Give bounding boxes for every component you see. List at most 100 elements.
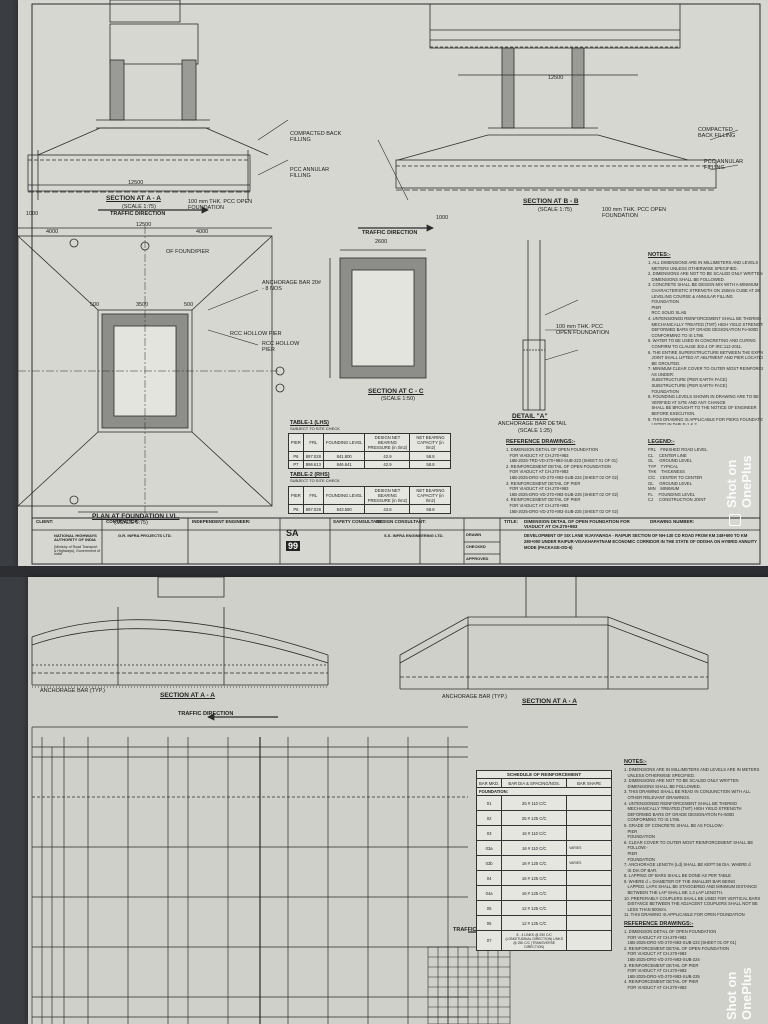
schedule-of-reinforcement: SCHEDULE OF REINFORCEMENT BAR MKD. BAR D… <box>475 769 612 952</box>
table-cell: 58.8 <box>409 459 452 470</box>
notes-title: NOTES:- <box>648 252 671 258</box>
table-cell: 03a <box>475 840 503 857</box>
plan-scale: (SCALE 1:75) <box>114 520 148 526</box>
table-cell: 03 <box>475 825 503 842</box>
table-cell: 06 <box>475 915 503 932</box>
sheet2-notes-text: 1. DIMENSIONS ARE IN MILLIMETERS AND LEV… <box>624 767 761 919</box>
detail-a-scale: (SCALE 1:25) <box>518 428 552 434</box>
of-found-pier-label: OF FOUND/PIER <box>166 249 210 255</box>
section-bb-title: SECTION AT B - B <box>523 198 579 205</box>
section-bb-drawing <box>377 3 739 201</box>
drawing-number-label: DRAWING NUMBER: <box>650 519 695 524</box>
section-aa-left-drawing <box>27 0 289 214</box>
oneplus-logo-icon <box>729 514 741 526</box>
pcc-annular-filling-label-bb: PCC ANNULAR FILLING <box>704 159 744 171</box>
bar-shape-cell <box>566 930 612 952</box>
drawing-sheet-bottom: SECTION AT A - A SECTION AT A - A TRAFFI… <box>28 577 768 1024</box>
pcc-open-foundation-label-bb: 100 mm THK. PCC OPEN FOUNDATION <box>602 207 667 219</box>
table-cell: 843.580 <box>322 504 366 514</box>
table1-title: TABLE-1 (LHS) <box>290 420 330 426</box>
contractor-name: G.R. INFRA PROJECTS LTD. <box>118 533 172 538</box>
watermark-text-top: Shot on OnePlus <box>724 455 754 508</box>
table2-header-row: PIER FRL FOUNDING LEVEL DESIGN NET BEARI… <box>288 485 452 506</box>
table-cell: 846.641 <box>322 459 366 470</box>
section-cc-drawing <box>329 224 434 379</box>
table-cell: 16 # 125 C/C <box>501 885 568 902</box>
table-row: P6 897.028 843.580 43.8 58.8 <box>288 504 452 514</box>
table-cell: 43.8 <box>364 504 411 514</box>
detail-a-pcc-label: 100 mm THK. PCC OPEN FOUNDATION <box>556 324 610 336</box>
table-row: P6 897.028 841.800 42.9 58.8 <box>288 451 452 461</box>
notes-text: 1. ALL DIMENSIONS ARE IN MILLIMETERS AND… <box>648 260 763 425</box>
table1-lhs: PIER FRL FOUNDING LEVEL DESIGN NET BEARI… <box>288 432 452 470</box>
table-cell: 16 # 125 C/C <box>501 870 568 887</box>
header-cell: PIER <box>288 485 304 506</box>
table-cell: 01 <box>475 795 503 812</box>
dim-12500-plan: 12500 <box>136 222 152 228</box>
plan-foundation-drawing <box>18 226 285 520</box>
approved-label: APPROVED <box>466 556 489 561</box>
table-cell: 05 <box>475 900 503 917</box>
header-cell: NET BEARING CAPACITY (in t/m2) <box>409 485 452 506</box>
section-bb-scale: (SCALE 1:75) <box>538 207 572 213</box>
section-aa-right-sheet2-drawing <box>399 577 709 690</box>
header-cell: BAR MKD. <box>475 778 503 788</box>
table-cell: 42.9 <box>364 451 411 461</box>
dim-1000-aa: 1000 <box>26 211 39 217</box>
sheet-top-linework <box>18 0 761 565</box>
safety-consultant-label: SAFETY CONSULTANT: <box>333 519 384 524</box>
table-cell: 897.028 <box>302 451 324 461</box>
rcc-hollow-pier-plan: RCC HOLLOW PIER <box>230 331 282 337</box>
rcc-hollow-pier-label: RCC HOLLOW PIER <box>262 341 300 353</box>
sheet2-reference-title: REFERENCE DRAWINGS:- <box>624 921 694 927</box>
header-cell: DESIGN NET BEARING PRESSURE (in t/m2) <box>364 485 411 506</box>
header-cell: BAR SHAPE <box>566 778 612 788</box>
drawing-title: DIMENSION DETAIL OF OPEN FOUNDATION FOR … <box>524 519 630 529</box>
table2-title: TABLE-2 (RHS) <box>290 472 330 478</box>
bar-shape-cell <box>566 810 612 827</box>
sheet2-reference-text: 1. DIMENSION DETAIL OF OPEN FOUNDATION F… <box>624 929 737 990</box>
table-cell: P6 <box>288 451 304 461</box>
table-cell: 896.613 <box>302 459 324 470</box>
table-cell: 25 # 125 C/C <box>501 810 568 827</box>
drawing-sheet-top: SECTION AT A - A (SCALE 1:75) TRAFFIC DI… <box>18 0 768 566</box>
table2-rhs: PIER FRL FOUNDING LEVEL DESIGN NET BEARI… <box>288 485 452 514</box>
table2-subtitle: SUBJECT TO SITE CHECK <box>290 478 340 483</box>
bar-shape-cell <box>566 885 612 902</box>
header-cell: FRL <box>302 485 324 506</box>
table-cell: 841.800 <box>322 451 366 461</box>
dim-12500-bb: 12500 <box>548 75 564 81</box>
legend-text: FRL FINISHED ROAD LEVEL CL CENTER LINE G… <box>648 447 708 503</box>
sheet2-section-aa-left-title: SECTION AT A - A <box>160 692 215 699</box>
sheet2-anchorage-bar-right: ANCHORAGE BAR (TYP.) <box>442 694 507 700</box>
client-subtitle: (Ministry of Road Transport & Highways),… <box>54 545 100 557</box>
schedule-title-row: SCHEDULE OF REINFORCEMENT <box>476 769 612 780</box>
section-aa-left-sheet2-drawing <box>31 577 329 688</box>
bar-shape-cell: VARIES <box>566 855 612 872</box>
schedule-section: FOUNDATION: <box>476 786 612 797</box>
sheet2-notes-title: NOTES:- <box>624 759 647 765</box>
title-label: TITLE: <box>504 519 518 524</box>
table-row: P7 896.613 846.641 42.9 58.8 <box>288 459 452 470</box>
table-cell: 12 # 125 C/C <box>501 915 568 932</box>
sa-badge: SA <box>286 528 299 538</box>
traffic-direction-label-cc: TRAFFIC DIRECTION <box>362 230 418 236</box>
table-cell: 16 # 110 C/C <box>501 840 568 857</box>
reference-text: 1. DIMENSION DETAIL OF OPEN FOUNDATION F… <box>506 447 619 514</box>
pcc-annular-filling-label: PCC ANNULAR FILLING <box>290 167 330 179</box>
section-aa-scale: (SCALE 1:75) <box>122 204 156 210</box>
project-description: DEVELOPMENT OF SIX LANE VIJAYAWADA - RAI… <box>524 533 758 550</box>
header-cell: PIER <box>288 432 304 453</box>
legend-title: LEGEND:- <box>648 439 675 445</box>
reference-title: REFERENCE DRAWINGS:- <box>506 439 576 445</box>
header-cell: BAR DIA & SPACING/NOS. <box>501 778 568 788</box>
dim-1000-bb: 1000 <box>436 215 449 221</box>
schedule-title: SCHEDULE OF REINFORCEMENT <box>476 769 612 780</box>
